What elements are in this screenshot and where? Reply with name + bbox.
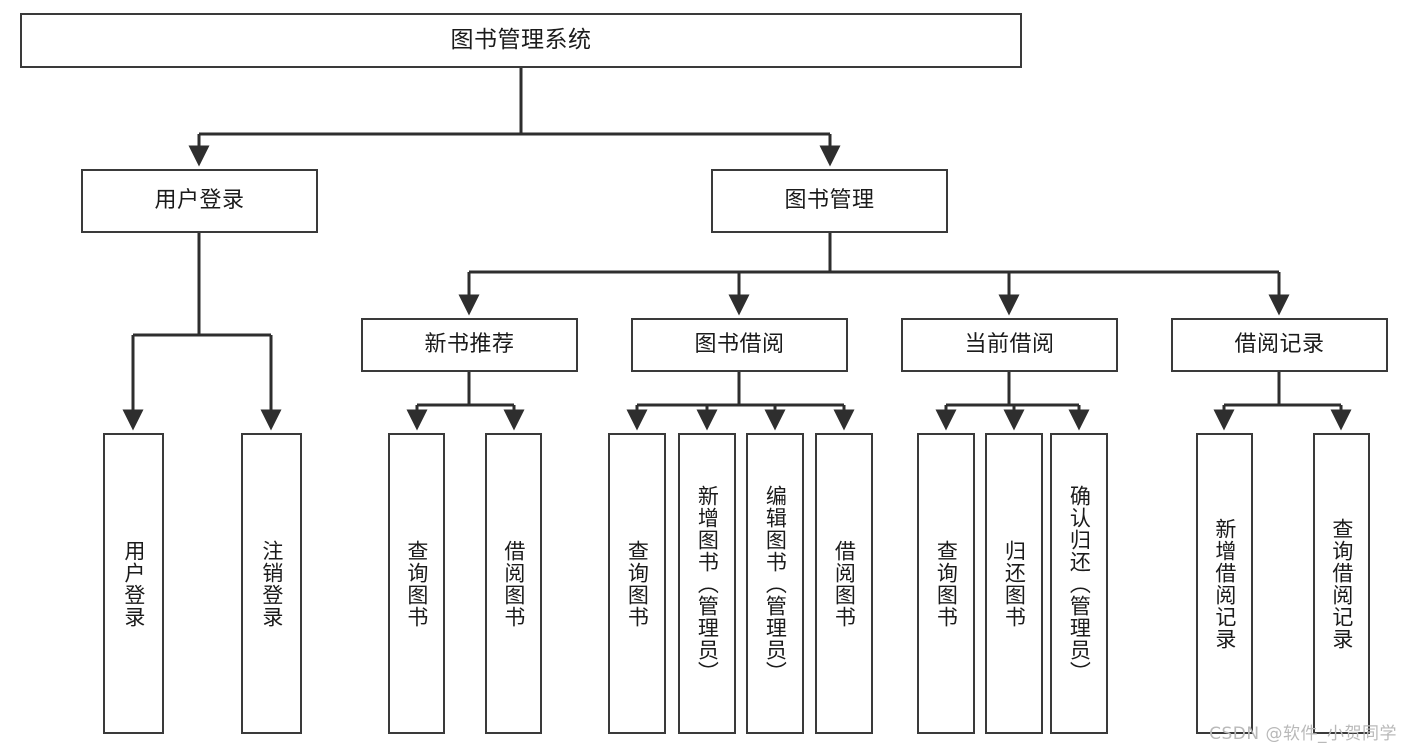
leaf-add-book[interactable]: 新增图书（管理员） — [678, 433, 736, 734]
node-book-borrow-label: 图书借阅 — [694, 332, 785, 358]
node-borrow-record[interactable]: 借阅记录 — [1171, 318, 1388, 372]
node-root-label: 图书管理系统 — [450, 27, 592, 54]
leaf-edit-book[interactable]: 编辑图书（管理员） — [746, 433, 804, 734]
leaf-borrow-book-2[interactable]: 借阅图书 — [815, 433, 873, 734]
leaf-logout-label: 注销登录 — [259, 539, 284, 628]
leaf-confirm-return-label: 确认归还（管理员） — [1067, 484, 1092, 683]
leaf-borrow-book-2-label: 借阅图书 — [832, 539, 857, 628]
leaf-query-book-3-label: 查询图书 — [934, 539, 959, 628]
leaf-query-book-3[interactable]: 查询图书 — [917, 433, 975, 734]
node-new-book-recommend-label: 新书推荐 — [424, 332, 515, 358]
leaf-return-book-label: 归还图书 — [1002, 539, 1027, 628]
node-book-borrow[interactable]: 图书借阅 — [631, 318, 848, 372]
leaf-user-login[interactable]: 用户登录 — [103, 433, 164, 734]
leaf-query-book-2-label: 查询图书 — [625, 539, 650, 628]
leaf-edit-book-label: 编辑图书（管理员） — [763, 484, 788, 683]
node-new-book-recommend[interactable]: 新书推荐 — [361, 318, 578, 372]
leaf-query-book-2[interactable]: 查询图书 — [608, 433, 666, 734]
leaf-user-login-label: 用户登录 — [121, 539, 146, 628]
node-user-login[interactable]: 用户登录 — [81, 169, 318, 233]
leaf-borrow-book-1[interactable]: 借阅图书 — [485, 433, 542, 734]
node-root[interactable]: 图书管理系统 — [20, 13, 1022, 68]
leaf-add-book-label: 新增图书（管理员） — [695, 484, 720, 683]
leaf-borrow-book-1-label: 借阅图书 — [501, 539, 526, 628]
node-user-login-label: 用户登录 — [154, 188, 245, 214]
leaf-query-book-1[interactable]: 查询图书 — [388, 433, 445, 734]
leaf-add-record-label: 新增借阅记录 — [1212, 517, 1237, 650]
node-borrow-record-label: 借阅记录 — [1234, 332, 1325, 358]
leaf-logout[interactable]: 注销登录 — [241, 433, 302, 734]
leaf-return-book[interactable]: 归还图书 — [985, 433, 1043, 734]
leaf-query-record-label: 查询借阅记录 — [1329, 517, 1354, 650]
watermark: CSDN @软件_小贺同学 — [1209, 724, 1397, 744]
leaf-query-record[interactable]: 查询借阅记录 — [1313, 433, 1370, 734]
leaf-confirm-return[interactable]: 确认归还（管理员） — [1050, 433, 1108, 734]
leaf-query-book-1-label: 查询图书 — [404, 539, 429, 628]
node-book-manage[interactable]: 图书管理 — [711, 169, 948, 233]
leaf-add-record[interactable]: 新增借阅记录 — [1196, 433, 1253, 734]
node-current-borrow-label: 当前借阅 — [964, 332, 1055, 358]
node-book-manage-label: 图书管理 — [784, 188, 875, 214]
node-current-borrow[interactable]: 当前借阅 — [901, 318, 1118, 372]
